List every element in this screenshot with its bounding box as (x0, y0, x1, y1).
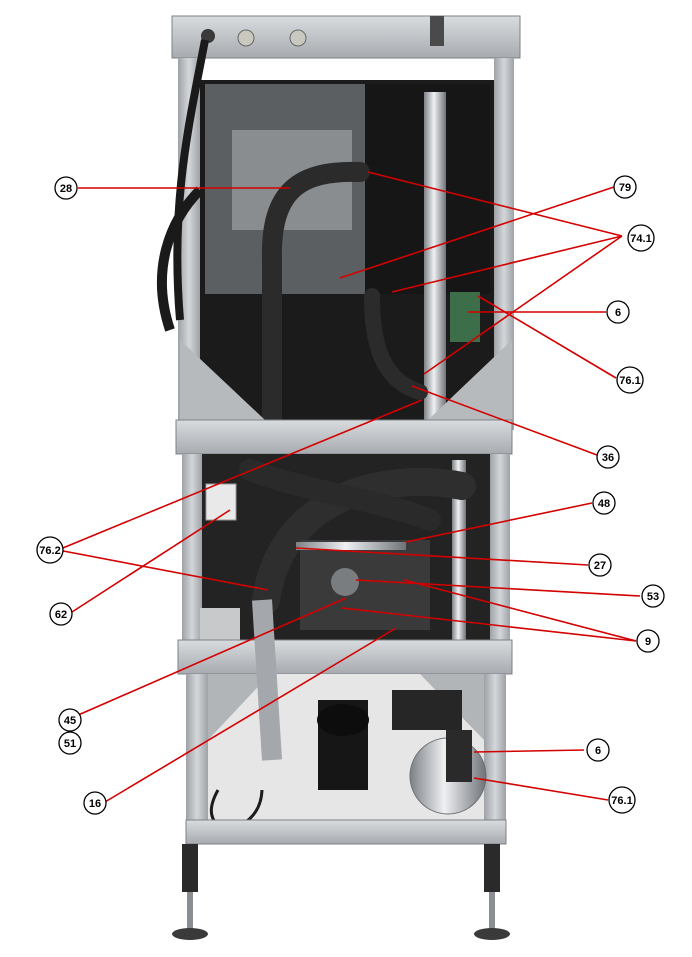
leader-line (367, 171, 623, 237)
callout-48: 48 (592, 491, 616, 515)
leader-line (341, 607, 637, 642)
middle-left-post (182, 454, 202, 640)
top-knob (201, 29, 215, 43)
middle-shelf (175, 419, 513, 455)
callout-label: 28 (60, 183, 72, 195)
left-gusset (180, 340, 265, 420)
leader-line (423, 235, 623, 375)
callout-label: 16 (89, 798, 101, 810)
top-gauge (237, 29, 255, 47)
callout-label: 6 (615, 307, 621, 319)
bottom-left-gusset (208, 674, 270, 740)
callout-16: 16 (83, 791, 107, 815)
bottom-right-post (484, 674, 506, 844)
callout-76-1-upper: 76.1 (616, 366, 644, 394)
pump-outlet (446, 730, 472, 782)
steel-bar-48 (296, 542, 406, 550)
top-valve (430, 16, 444, 46)
leader-line (355, 579, 641, 597)
top-panel (171, 15, 521, 59)
leader-line (295, 547, 589, 566)
upper-right-post (494, 58, 514, 430)
foot-right (474, 928, 510, 940)
leader-line (403, 579, 637, 642)
callouts: 28 79 74.1 6 76.1 36 48 76.2 (36, 175, 665, 815)
leader-line (104, 627, 397, 803)
machine-cabinet (157, 15, 521, 940)
callout-6-upper: 6 (606, 300, 630, 324)
leader-line (391, 235, 623, 293)
hose-middle (239, 459, 441, 531)
leg-right-rod (489, 892, 495, 932)
leader-line (71, 509, 231, 613)
hose-36 (364, 288, 428, 400)
callout-36: 36 (596, 445, 620, 469)
callout-label: 6 (595, 745, 601, 757)
leader-line (339, 186, 615, 279)
leader-line (473, 777, 609, 801)
callout-label: 76.2 (39, 545, 60, 557)
diagonal-pipe (252, 599, 282, 761)
callout-62: 62 (49, 602, 73, 626)
callout-6-lower: 6 (586, 738, 610, 762)
leg-right (484, 844, 500, 892)
callout-label: 79 (619, 182, 631, 194)
leader-line (477, 295, 617, 379)
bottom-left-post (186, 674, 208, 844)
motor (392, 690, 462, 730)
leader-line (405, 502, 593, 543)
callout-53: 53 (641, 584, 665, 608)
leader-line (57, 399, 423, 551)
callout-label: 53 (647, 591, 659, 603)
callout-label: 48 (598, 498, 610, 510)
leader-line (75, 597, 347, 717)
callout-label: 36 (602, 452, 614, 464)
cable (157, 186, 204, 332)
middle-right-post (490, 454, 510, 640)
tray (200, 608, 240, 640)
pump-assembly (300, 540, 430, 630)
callout-28: 28 (54, 176, 78, 200)
foot-left (172, 928, 208, 940)
callout-79: 79 (613, 175, 637, 199)
callout-27: 27 (588, 553, 612, 577)
callout-label: 9 (645, 636, 651, 648)
callout-label: 76.1 (611, 795, 632, 807)
callout-45: 45 (58, 708, 82, 732)
callout-label: 27 (594, 560, 606, 572)
valve-block (450, 292, 480, 342)
leader-line (473, 749, 585, 753)
leader-line (57, 549, 269, 591)
leg-left-rod (187, 892, 193, 932)
callout-label: 76.1 (619, 375, 640, 387)
callout-label: 62 (55, 609, 67, 621)
leg-left (182, 844, 198, 892)
top-gauge (289, 29, 307, 47)
hose-28 (261, 161, 370, 430)
lower-shelf (177, 639, 513, 675)
callout-74-1: 74.1 (627, 224, 655, 252)
callout-76-1-lower: 76.1 (608, 786, 636, 814)
callout-9: 9 (636, 629, 660, 653)
callout-label: 51 (64, 738, 76, 750)
callout-76-2: 76.2 (36, 536, 64, 564)
cable (173, 39, 209, 321)
callout-label: 74.1 (630, 233, 651, 245)
pump-head (331, 568, 359, 596)
callout-51: 51 (58, 731, 82, 755)
base-plate (185, 819, 507, 845)
black-cylinder-top (317, 704, 369, 736)
leader-lines (57, 171, 641, 803)
side-cylinder-62 (205, 483, 237, 521)
callout-label: 45 (64, 715, 76, 727)
leader-line (411, 385, 598, 456)
